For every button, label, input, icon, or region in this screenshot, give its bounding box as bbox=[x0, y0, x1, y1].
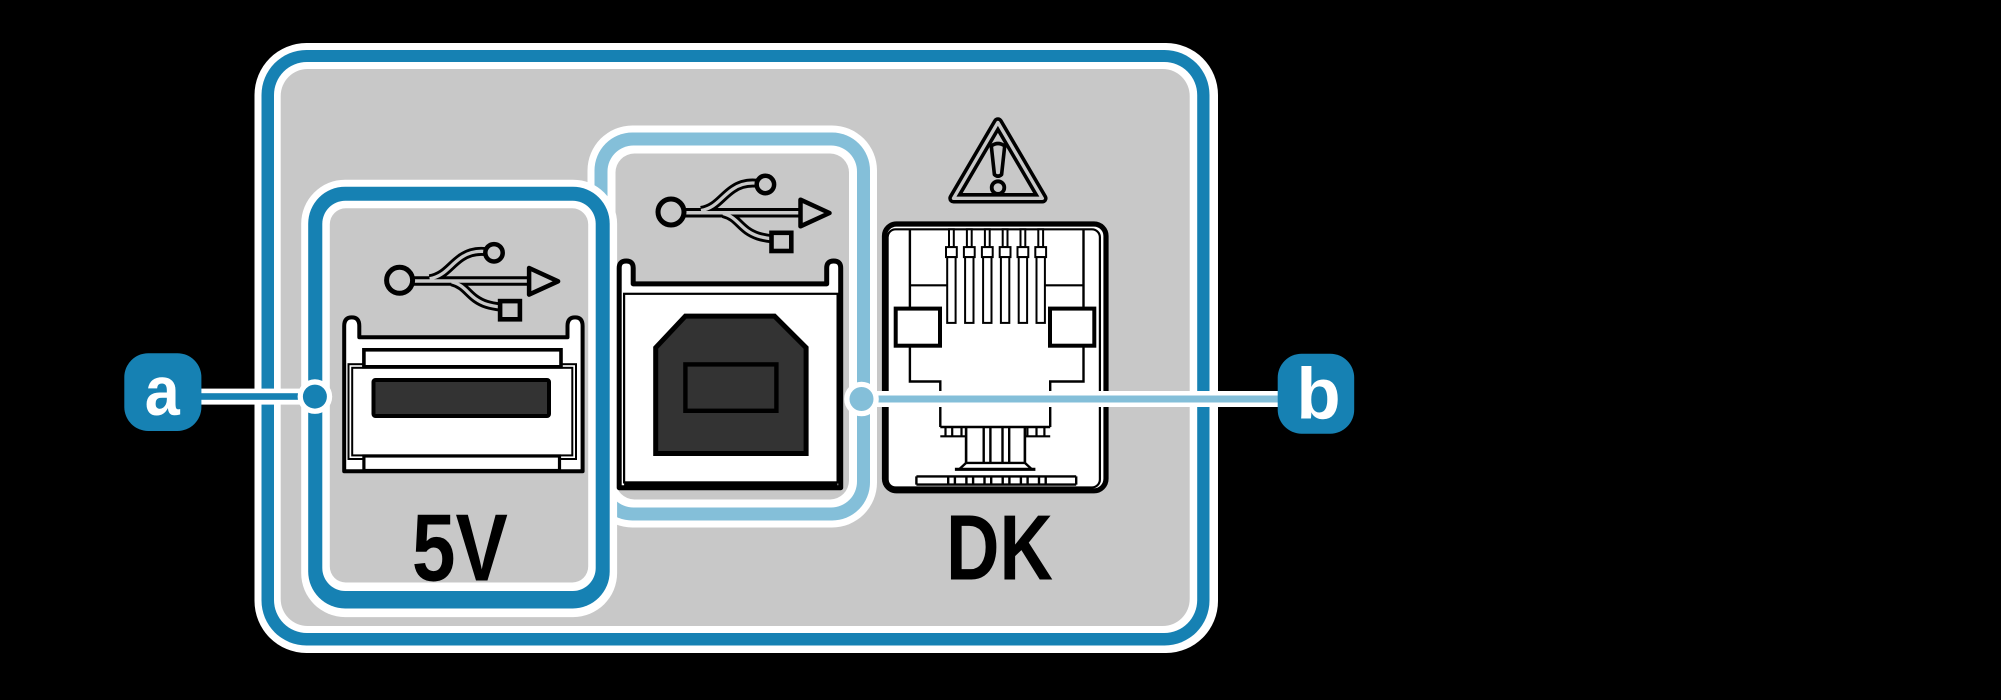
svg-text:5V: 5V bbox=[412, 494, 508, 601]
svg-text:b: b bbox=[1296, 354, 1340, 435]
svg-text:a: a bbox=[145, 352, 181, 430]
svg-text:DK: DK bbox=[946, 496, 1053, 600]
